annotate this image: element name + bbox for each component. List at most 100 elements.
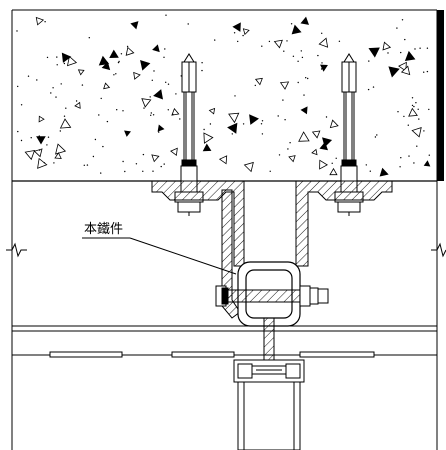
aggregate-stone (279, 81, 290, 90)
aggregate-dot (376, 134, 378, 136)
callout-label: 本鐵件 (84, 221, 123, 237)
aggregate-dot (165, 14, 167, 16)
aggregate-dot (417, 108, 419, 111)
aggregate-dot (75, 100, 78, 102)
aggregate-stone (411, 127, 422, 138)
aggregate-stone (398, 61, 407, 72)
aggregate-dot (60, 83, 62, 85)
aggregate-dot (423, 130, 425, 132)
aggregate-dot (368, 60, 370, 62)
aggregate-dot (163, 163, 165, 165)
aggregate-dot (261, 133, 264, 135)
aggregate-stone (388, 66, 400, 78)
aggregate-stone (227, 122, 238, 134)
aggregate-stone (400, 65, 411, 76)
aggregate-stone (152, 44, 160, 53)
aggregate-dot (59, 130, 61, 132)
aggregate-dot (283, 50, 285, 52)
aggregate-dot (297, 81, 299, 84)
aggregate-dot (367, 88, 370, 91)
aggregate-dot (20, 104, 23, 106)
aggregate-dot (167, 109, 169, 111)
aggregate-dot (175, 93, 177, 95)
aggregate-stone (300, 16, 310, 25)
aggregate-dot (292, 55, 295, 57)
aggregate-dot (153, 70, 155, 72)
aggregate-dot (158, 131, 160, 133)
aggregate-dot (17, 85, 19, 88)
aggregate-dot (122, 110, 124, 112)
aggregate-dot (50, 92, 52, 94)
aggregate-dot (400, 51, 402, 54)
aggregate-dot (27, 75, 30, 77)
aggregate-stone (74, 101, 81, 109)
aggregate-dot (426, 47, 429, 49)
aggregate-stone (38, 115, 45, 123)
through-bolt (215, 285, 329, 307)
aggregate-stone (319, 141, 329, 151)
aggregate-dot (413, 162, 415, 164)
aggregate-stone (228, 112, 240, 124)
aggregate-stone (368, 47, 380, 58)
aggregate-dot (242, 34, 244, 37)
aggregate-stone (151, 154, 160, 163)
aggregate-dot (86, 164, 89, 166)
concrete-slab (12, 14, 437, 182)
aggregate-dot (289, 142, 291, 144)
concrete-aggregate (16, 14, 431, 177)
aggregate-dot (414, 48, 416, 50)
aggregate-dot (321, 62, 323, 64)
aggregate-dot (116, 109, 118, 111)
aggregate-dot (415, 102, 417, 104)
aggregate-dot (233, 32, 236, 34)
aggregate-dot (120, 53, 123, 55)
aggregate-stone (318, 37, 329, 48)
aggregate-stone (404, 50, 416, 61)
aggregate-dot (152, 170, 154, 172)
aggregate-dot (317, 54, 319, 57)
aggregate-dot (46, 56, 49, 59)
aggregate-dot (16, 30, 18, 32)
aggregate-dot (142, 153, 145, 156)
aggregate-dot (428, 154, 430, 156)
aggregate-stone (379, 167, 389, 177)
aggregate-dot (47, 136, 50, 138)
mullion-profile (233, 359, 305, 450)
aggregate-dot (403, 115, 405, 118)
aggregate-stone (249, 114, 259, 125)
aggregate-stone (98, 55, 110, 66)
aggregate-dot (287, 148, 289, 150)
aggregate-dot (143, 107, 145, 109)
aggregate-dot (261, 120, 264, 122)
aggregate-stone (157, 124, 165, 132)
aggregate-dot (254, 84, 256, 87)
aggregate-stone (203, 132, 214, 144)
aggregate-dot (52, 87, 54, 89)
aggregate-stone (311, 148, 318, 156)
aggregate-dot (369, 170, 371, 172)
aggregate-dot (214, 39, 216, 41)
aggregate-dot (20, 139, 23, 142)
aggregate-dot (30, 137, 32, 139)
aggregate-stone (109, 49, 119, 59)
aggregate-stone (37, 157, 48, 169)
aggregate-dot (102, 145, 104, 148)
aggregate-dot (94, 138, 97, 141)
aggregate-stone (320, 64, 328, 72)
aggregate-dot (113, 54, 116, 57)
aggregate-dot (300, 50, 302, 52)
aggregate-stone (273, 39, 283, 49)
aggregate-stone (171, 107, 180, 116)
aggregate-dot (418, 118, 420, 120)
aggregate-stone (103, 82, 111, 90)
aggregate-dot (142, 170, 144, 172)
aggregate-dot (416, 145, 418, 147)
aggregate-dot (179, 118, 181, 120)
aggregate-dot (160, 165, 162, 168)
base-plate-lines (12, 325, 437, 358)
aggregate-stone (130, 21, 139, 30)
aggregate-dot (209, 123, 212, 125)
aggregate-dot (282, 99, 284, 101)
aggregate-dot (320, 68, 323, 70)
aggregate-dot (187, 23, 189, 25)
